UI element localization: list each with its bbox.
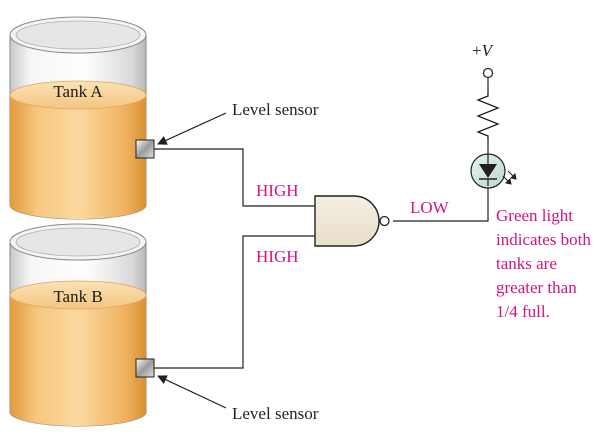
led-diode-triangle [479,164,497,178]
tank-a-label: Tank A [53,82,103,101]
green-led [470,153,517,189]
supply-node [482,67,494,79]
output-level: LOW [410,198,450,217]
tank-b: Tank B [9,223,147,427]
tank-a: Tank A [9,16,147,220]
sensor-a-callout-arrow [157,112,227,145]
wire-input-b [154,235,315,369]
note-line-1: Green light [496,206,573,225]
nand-bubble [379,215,390,227]
nand-gate [314,195,390,247]
led-light-arrows [502,170,517,185]
note-line-5: 1/4 full. [496,302,550,321]
sensor-b-label: Level sensor [232,404,319,423]
tank-b-label: Tank B [53,287,102,306]
note-line-3: tanks are [496,254,557,273]
supply-label: +V [472,41,495,60]
level-sensor-b [135,358,155,378]
input-b-level: HIGH [256,247,299,266]
wire-input-a [154,148,315,207]
input-a-level: HIGH [256,181,299,200]
note-line-4: greater than [496,278,577,297]
supply-terminal: +V [472,41,495,79]
wire-output [393,186,489,222]
sensor-b-callout-arrow [157,375,227,409]
level-sensor-a [135,139,155,159]
note-line-2: indicates both [496,230,591,249]
led-annotation: Green light indicates both tanks are gre… [496,206,591,321]
resistor [476,92,500,140]
sensor-a-label: Level sensor [232,100,319,119]
circuit-wires [154,78,489,369]
